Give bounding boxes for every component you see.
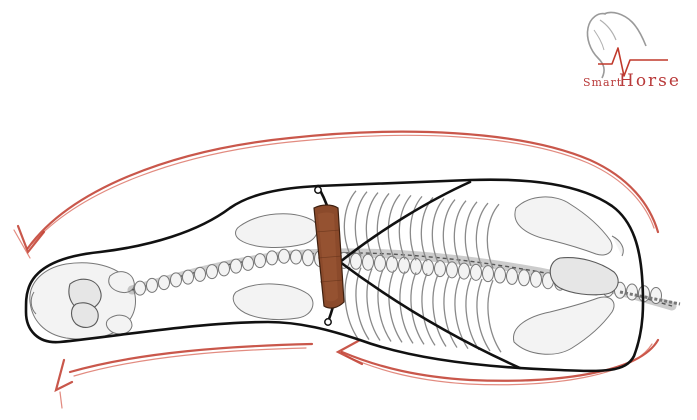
bottom-ring-icon — [325, 319, 331, 325]
vertebra — [375, 255, 386, 271]
vertebra — [399, 257, 410, 273]
vertebra — [279, 249, 290, 263]
vertebra — [135, 281, 146, 295]
vertebra — [351, 253, 362, 269]
vertebra — [291, 250, 302, 264]
rib — [443, 200, 455, 264]
logo-text-smart: Smart — [583, 76, 622, 89]
rib — [344, 191, 356, 255]
rib — [432, 198, 444, 262]
vertebra — [219, 262, 230, 276]
vertebra — [207, 265, 218, 279]
vertebra — [303, 250, 314, 266]
vertebra — [159, 276, 170, 290]
vertebra — [423, 260, 434, 276]
horse-head-logo-icon — [587, 12, 668, 78]
vertebra — [447, 262, 458, 278]
vertebra — [231, 259, 242, 273]
vertebra — [387, 256, 398, 272]
rib — [487, 204, 499, 268]
rib — [399, 195, 411, 259]
scapula-bottom — [233, 284, 313, 320]
vertebra — [411, 258, 422, 274]
vertebra — [483, 266, 494, 282]
vertebra — [531, 271, 542, 287]
scapula-top — [236, 214, 318, 248]
pelvis — [513, 197, 623, 354]
saddle-pad — [314, 205, 344, 308]
vertebra — [171, 273, 182, 287]
rib — [410, 196, 422, 260]
vertebra — [255, 254, 266, 268]
vertebra — [507, 268, 518, 284]
vertebra — [435, 261, 446, 277]
logo-text-horse: Horse — [619, 71, 681, 91]
rib — [488, 280, 501, 352]
vertebra — [195, 267, 206, 281]
vertebra — [459, 263, 470, 279]
rib — [454, 201, 466, 265]
vertebra — [267, 251, 278, 265]
vertebra — [243, 256, 254, 270]
top-ring-icon — [315, 187, 321, 193]
vertebra — [519, 270, 530, 286]
vertebra — [147, 278, 158, 292]
rib — [476, 203, 488, 267]
vertebra — [471, 264, 482, 280]
rib — [377, 193, 389, 257]
vertebra — [183, 270, 194, 284]
vertebra — [363, 254, 374, 270]
vertebra — [627, 284, 638, 300]
smarthorse-logo: Smart Horse — [583, 12, 681, 91]
skull — [30, 263, 136, 339]
vertebra — [495, 267, 506, 283]
rib — [465, 202, 477, 266]
rib — [366, 193, 378, 257]
